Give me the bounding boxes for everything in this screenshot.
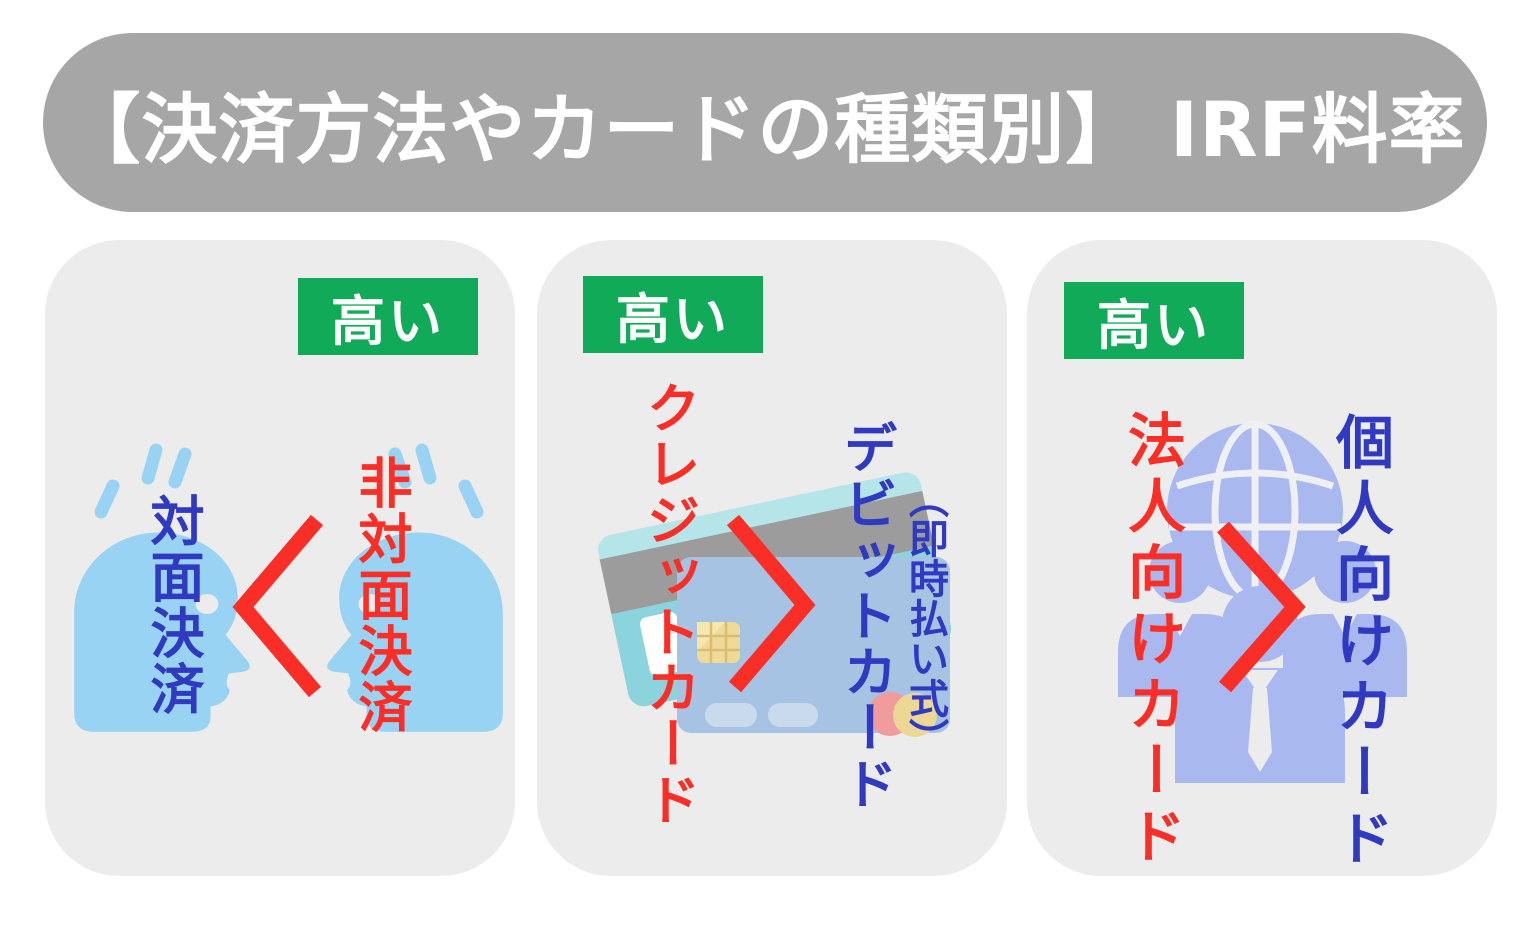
page-title: 【決済方法やカードの種類別】 IRF料率 <box>64 84 1466 174</box>
card-chip <box>697 622 740 663</box>
panel-card-holder-type: 高い 法人向けカード 個人向けカード <box>1027 240 1497 876</box>
greater-than-chevron <box>726 514 816 693</box>
collar <box>1242 670 1278 696</box>
label-corporate-card: 法人向けカード <box>1118 410 1186 872</box>
panel-card-scheme: 高い クレジットカード デビットカード （即時払い式） <box>537 240 1007 876</box>
high-badge: 高い <box>583 276 763 353</box>
panel-payment-method: 高い 対面決済 非対面決済 <box>45 240 515 876</box>
label-credit-card: クレジットカード <box>637 380 700 828</box>
greater-than-chevron <box>1217 521 1306 693</box>
high-badge: 高い <box>298 278 478 355</box>
high-badge: 高い <box>1064 282 1244 359</box>
label-card-not-present-payment: 非対面決済 <box>349 455 412 735</box>
left-eye <box>195 594 219 615</box>
title-banner: 【決済方法やカードの種類別】 IRF料率 <box>43 33 1487 212</box>
front-card <box>677 557 950 737</box>
label-personal-card: 個人向けカード <box>1326 412 1394 874</box>
label-debit-card-note: （即時払い式） <box>902 478 948 758</box>
two-heads-icon <box>74 443 503 732</box>
center-person <box>1175 586 1345 783</box>
signature-box <box>640 612 688 677</box>
label-in-person-payment: 対面決済 <box>141 493 204 717</box>
label-debit-card: デビットカード <box>834 420 897 812</box>
globe-team-icon <box>1118 420 1407 783</box>
surprise-marks <box>94 443 484 519</box>
less-than-chevron <box>232 514 324 698</box>
credit-cards-icon <box>595 469 955 737</box>
brand-circle-yellow <box>893 693 937 737</box>
necktie <box>1248 688 1272 772</box>
right-eye <box>358 594 382 615</box>
